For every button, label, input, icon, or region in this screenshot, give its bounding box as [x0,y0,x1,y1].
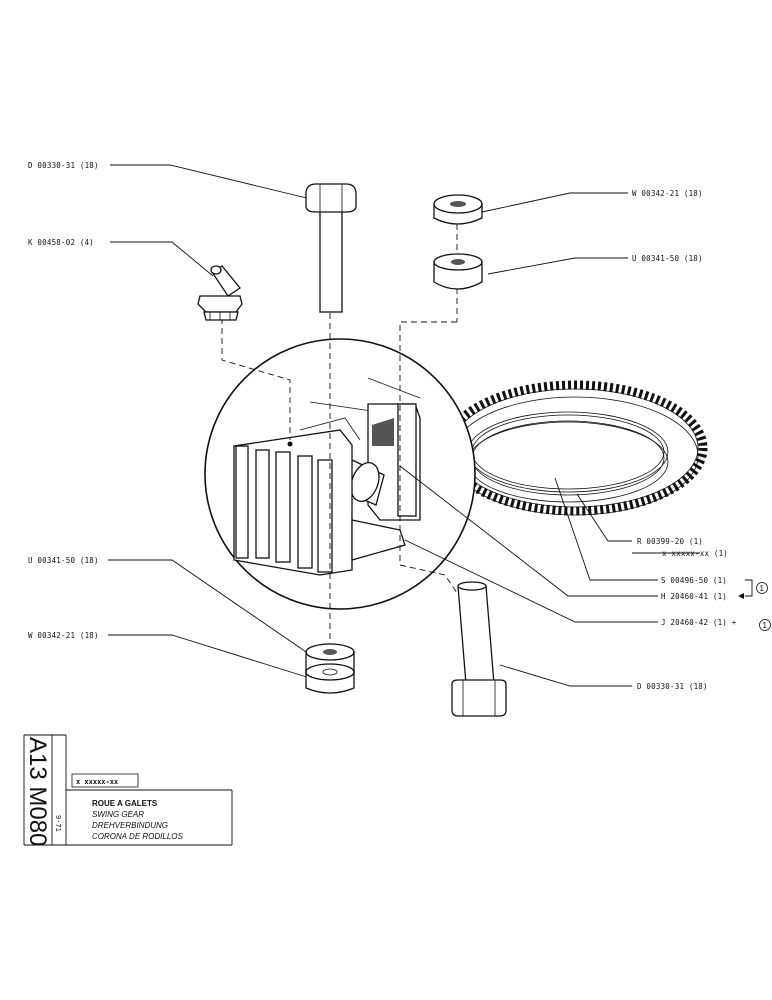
circled-ref-1: 1 [760,584,765,593]
label-seal-s: S 00496-50 (1) [661,576,727,585]
label-grease-nipple: K 00458-02 (4) [28,238,94,247]
title-es: CORONA DE RODILLOS [92,832,183,841]
circled-ref-2: 1 [763,621,768,630]
label-bolt-bottom: D 00330-31 (18) [637,682,708,691]
washer-top [433,253,483,290]
title-de: DREHVERBINDUNG [92,821,168,830]
grease-nipple [197,265,243,321]
nut-top [433,194,483,225]
drawing-date: 9-71 [54,815,62,832]
circled-ref-markers: 1 1 [756,582,771,631]
label-ring-gear: R 00399-20 (1) [637,537,703,546]
label-ring-gear-alt: x xxxxx-xx (1) [662,549,728,558]
drawing-number: A13 M080 [24,737,51,846]
label-washer-top: U 00341-50 (18) [632,254,703,263]
part-code-box: x xxxxx-xx [76,778,119,786]
ring-gear [442,380,708,516]
bolt-top [305,183,357,313]
gear-teeth-section [235,445,333,573]
label-seal-j: J 20460-42 (1) + [661,618,737,627]
title-en: SWING GEAR [92,810,144,819]
label-washer-bottom: U 00341-50 (18) [28,556,99,565]
cross-section-detail [233,377,421,576]
title-block: A13 M080 9-71 x xxxxx-xx ROUE A GALETS S… [23,734,233,846]
bolt-bottom [451,581,507,717]
label-seal-h: H 20460-41 (1) [661,592,727,601]
detail-circle [204,338,476,610]
label-bolt-top: D 00330-31 (18) [28,161,99,170]
label-nut-bottom: W 00342-21 (18) [28,631,99,640]
part-labels: D 00330-31 (18) K 00458-02 (4) W 00342-2… [28,161,737,691]
label-nut-top: W 00342-21 (18) [632,189,703,198]
title-fr: ROUE A GALETS [92,799,158,808]
leader-lines [108,164,753,687]
nut-bottom [305,663,355,694]
